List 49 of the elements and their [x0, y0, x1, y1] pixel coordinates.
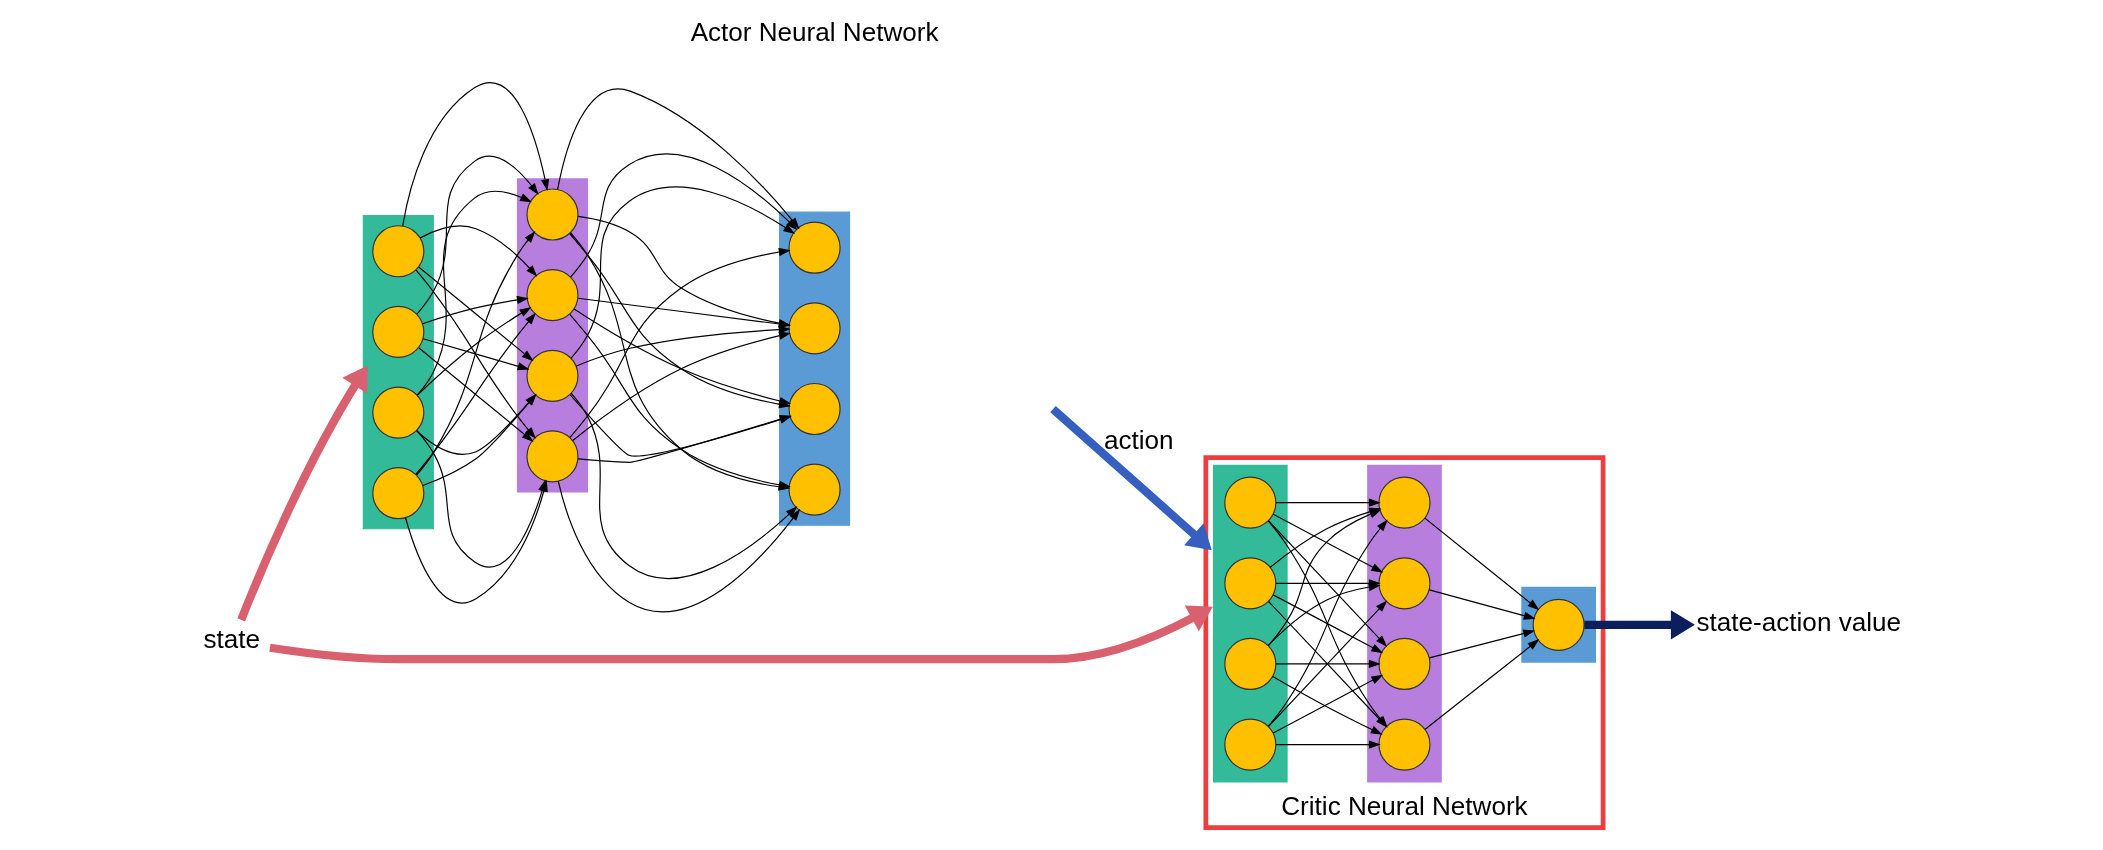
- node-circle: [1223, 637, 1276, 691]
- node-circle: [787, 302, 841, 355]
- arrow: [1274, 498, 1381, 507]
- node-text: state: [202, 624, 260, 655]
- node-circle: [1223, 718, 1276, 771]
- arrow: [1274, 740, 1381, 749]
- cluster: Critic Neural Network: [1202, 455, 1605, 830]
- node-circle: [525, 269, 579, 322]
- arrow: [421, 295, 529, 325]
- arrow: [1274, 659, 1381, 669]
- arrow: [422, 338, 529, 371]
- node-circle: [525, 349, 579, 402]
- cluster: [1212, 464, 1288, 783]
- cluster: [362, 215, 434, 530]
- node-circle: [1223, 557, 1276, 610]
- arrow: [419, 225, 537, 277]
- arrow: [416, 190, 532, 396]
- edge-label: action: [1103, 424, 1174, 455]
- node-circle: [787, 221, 841, 274]
- node-circle: [525, 430, 579, 483]
- arrow: [415, 155, 539, 315]
- node-circle: [371, 386, 424, 439]
- node-circle: [371, 305, 424, 358]
- node-text: state-action value: [1696, 607, 1901, 638]
- node-circle: [371, 225, 424, 278]
- arrow: [570, 392, 797, 580]
- arrow: [1272, 594, 1383, 654]
- node-circle: [371, 467, 424, 520]
- arrow: [1272, 513, 1383, 573]
- node-circle: [1377, 476, 1431, 529]
- arrow: [570, 186, 795, 359]
- node-circle: [1532, 598, 1585, 651]
- arrow: [1424, 639, 1539, 730]
- arrow: [1423, 517, 1539, 611]
- arrow: [1428, 629, 1535, 659]
- arrow: [576, 415, 792, 463]
- arrow: [236, 365, 368, 622]
- arrow: [416, 306, 531, 396]
- arrow: [1583, 610, 1695, 640]
- arrow: [1428, 589, 1536, 620]
- arrow: [575, 325, 791, 367]
- arrow: [1267, 583, 1381, 646]
- label: Actor Neural Network: [690, 16, 938, 47]
- arrow: [268, 605, 1213, 664]
- node-circle: [1223, 476, 1276, 529]
- arrow: [417, 266, 534, 362]
- arrow: [417, 347, 534, 442]
- arrow: [401, 82, 549, 227]
- node-circle: [787, 382, 841, 436]
